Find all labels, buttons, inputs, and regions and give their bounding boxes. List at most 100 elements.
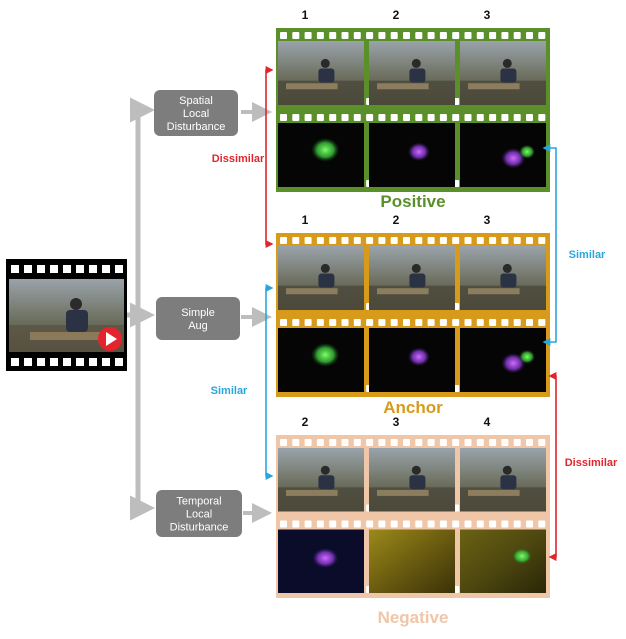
negative-frame-number: 2: [302, 415, 309, 429]
film-hole: [366, 237, 374, 244]
frame-person-head: [502, 58, 512, 68]
film-hole: [89, 358, 97, 366]
film-hole: [415, 237, 423, 244]
frame-person-head: [411, 58, 421, 68]
anchor-frame-number: 2: [393, 213, 400, 227]
film-hole: [501, 520, 509, 528]
play-triangle-icon: [106, 332, 117, 346]
film-hole: [341, 32, 349, 39]
film-hole: [329, 319, 337, 326]
film-hole: [292, 520, 300, 528]
film-hole: [24, 358, 32, 366]
film-hole: [292, 319, 300, 326]
source-person-head: [70, 298, 82, 310]
film-hole: [304, 237, 312, 244]
film-hole: [378, 237, 386, 244]
frame-log: [286, 489, 338, 496]
film-hole: [280, 237, 287, 244]
frame-log: [377, 288, 429, 295]
film-hole: [390, 319, 398, 326]
film-hole: [403, 114, 410, 121]
film-hole: [452, 520, 460, 528]
frame-log: [286, 288, 338, 295]
film-hole: [538, 237, 546, 244]
film-hole: [476, 319, 484, 326]
film-hole: [353, 114, 361, 121]
film-hole: [280, 439, 287, 446]
film-hole: [513, 237, 521, 244]
frame-person-head: [411, 465, 421, 475]
frame-person-body: [318, 273, 335, 288]
film-hole: [538, 32, 546, 39]
film-hole: [403, 520, 410, 528]
flow-blob: [311, 137, 340, 162]
positive-label: Positive: [380, 192, 445, 211]
film-hole: [501, 319, 509, 326]
film-hole: [439, 439, 447, 446]
film-hole: [316, 520, 324, 528]
film-hole: [513, 114, 521, 121]
film-hole: [427, 520, 435, 528]
film-hole: [50, 358, 58, 366]
film-hole: [513, 439, 521, 446]
film-hole: [341, 439, 349, 446]
similar-label-right: Similar: [569, 249, 606, 261]
anchor-frame-number: 3: [484, 213, 491, 227]
frame-person-head: [320, 263, 330, 273]
film-hole: [390, 237, 398, 244]
film-hole: [304, 319, 312, 326]
negative-flow-frame: [460, 529, 546, 593]
film-hole: [464, 439, 472, 446]
film-hole: [513, 32, 521, 39]
film-hole: [452, 32, 460, 39]
film-hole: [37, 265, 45, 273]
film-hole: [304, 114, 312, 121]
frame-person-body: [318, 68, 335, 83]
film-hole: [538, 319, 546, 326]
film-hole: [11, 358, 19, 366]
simple-aug-box-label: Aug: [188, 320, 208, 332]
film-hole: [526, 439, 533, 446]
film-hole: [452, 439, 460, 446]
film-hole: [329, 520, 337, 528]
film-hole: [489, 520, 497, 528]
film-hole: [513, 520, 521, 528]
frame-person-head: [320, 58, 330, 68]
temporal-local-disturbance-box-bg: [156, 490, 242, 537]
film-hole: [452, 237, 460, 244]
film-hole: [50, 265, 58, 273]
film-hole: [415, 319, 423, 326]
source-person-body: [66, 310, 88, 332]
film-hole: [353, 237, 361, 244]
film-hole: [415, 520, 423, 528]
temporal-local-disturbance-box-label: Local: [186, 509, 212, 521]
frame-person-head: [411, 263, 421, 273]
film-hole: [501, 32, 509, 39]
film-hole: [489, 237, 497, 244]
film-hole: [280, 114, 287, 121]
film-hole: [304, 439, 312, 446]
similar-arrow-left: [265, 284, 274, 480]
flow-blob: [407, 142, 430, 162]
film-hole: [464, 520, 472, 528]
film-hole: [427, 319, 435, 326]
frame-log: [377, 489, 429, 496]
film-hole: [452, 319, 460, 326]
film-hole: [501, 237, 509, 244]
film-hole: [489, 114, 497, 121]
film-hole: [24, 265, 32, 273]
film-hole: [452, 114, 460, 121]
film-hole: [353, 319, 361, 326]
film-hole: [329, 114, 337, 121]
film-hole: [526, 237, 533, 244]
flow-blob: [407, 347, 430, 367]
film-hole: [63, 358, 71, 366]
flow-blob: [311, 342, 340, 367]
film-hole: [538, 114, 546, 121]
film-hole: [353, 520, 361, 528]
spatial-local-disturbance-box-label: Local: [183, 108, 209, 120]
